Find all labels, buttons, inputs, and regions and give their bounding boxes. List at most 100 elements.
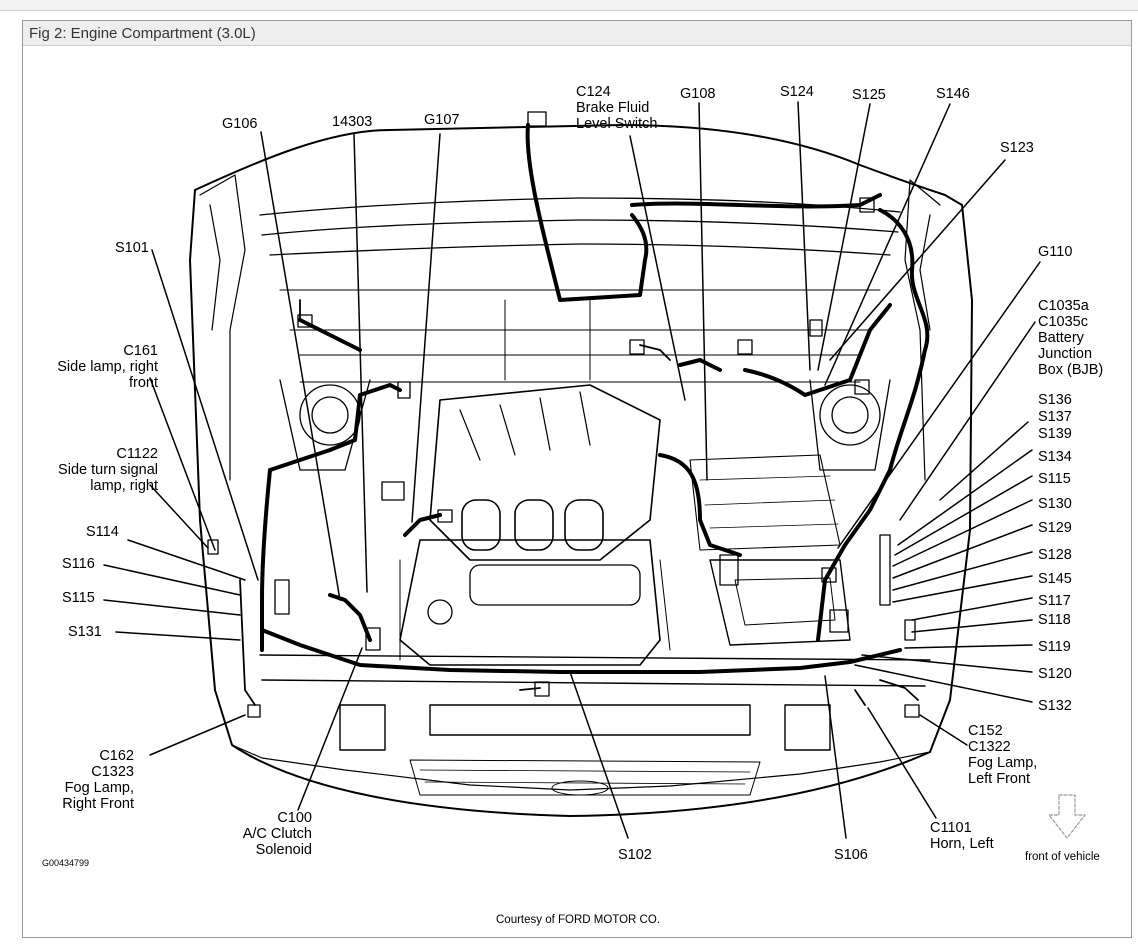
callout-line: front [128, 375, 158, 391]
callout-s106: S106 [834, 847, 868, 863]
callout-line: S136 [1038, 392, 1072, 408]
callout-s114: S114 [86, 524, 119, 540]
callout-s145: S145 [1038, 571, 1072, 587]
callout-line: Fog Lamp, [968, 755, 1038, 771]
callout-line: S132 [1038, 698, 1072, 714]
callout-line: G110 [1038, 244, 1073, 260]
callout-s146: S146 [936, 86, 970, 102]
callout-s125: S125 [852, 87, 886, 103]
callout-line: S116 [62, 556, 95, 572]
callout-line: Solenoid [255, 842, 312, 858]
radiator-support [259, 654, 931, 796]
callout-line: Junction [1038, 346, 1093, 362]
callout-s117: S117 [1038, 593, 1071, 609]
figure-panel: Fig 2: Engine Compartment (3.0L) [22, 20, 1132, 938]
callout-line: lamp, right [90, 478, 158, 494]
callout-line: S146 [936, 86, 970, 102]
callout-s120: S120 [1038, 666, 1072, 682]
callout-line: Horn, Left [930, 836, 994, 852]
callout-s137: S137 [1038, 409, 1072, 425]
callout-line: C1323 [91, 764, 134, 780]
callout-line: Box (BJB) [1038, 362, 1104, 378]
front-of-vehicle-arrow [1048, 794, 1086, 839]
callout-g110: G110 [1038, 244, 1072, 260]
figure-title: Fig 2: Engine Compartment (3.0L) [29, 25, 256, 42]
callout-line: S125 [852, 87, 886, 103]
figure-credit: Courtesy of FORD MOTOR CO. [496, 914, 661, 926]
browser-top-strip [0, 0, 1138, 11]
body-outline [189, 124, 973, 817]
callout-s119: S119 [1038, 639, 1071, 655]
callout-line: S124 [780, 84, 814, 100]
callout-line: Battery [1038, 330, 1084, 346]
callout-line: C152 [968, 723, 1003, 739]
callout-line: S129 [1038, 520, 1072, 536]
callout-s115-left: S115 [62, 590, 95, 606]
callout-s128: S128 [1038, 547, 1072, 563]
callout-line: S137 [1038, 409, 1072, 425]
callout-line: S106 [834, 847, 868, 863]
callout-line: S117 [1038, 593, 1071, 609]
callout-line: G108 [680, 86, 716, 102]
callout-line: S115 [1038, 471, 1071, 487]
callout-s139: S139 [1038, 426, 1072, 442]
callout-line: C124 [576, 84, 611, 100]
callout-s134: S134 [1038, 449, 1072, 465]
callout-s123: S123 [1000, 140, 1034, 156]
callout-line: S114 [86, 524, 119, 540]
callout-line: C162 [99, 748, 134, 764]
callout-line: S128 [1038, 547, 1072, 563]
callout-s129: S129 [1038, 520, 1072, 536]
figure-id: G00434799 [42, 858, 90, 868]
callout-line: S115 [62, 590, 95, 606]
leader-lines [103, 101, 1041, 839]
callout-line: C1101 [930, 820, 972, 836]
callout-line: C1122 [116, 446, 158, 462]
callout-line: Brake Fluid [576, 100, 650, 116]
callout-s118: S118 [1038, 612, 1071, 628]
callout-s136: S136 [1038, 392, 1072, 408]
callout-line: C1322 [968, 739, 1011, 755]
callout-line: C1035c [1038, 314, 1088, 330]
callout-s131: S131 [68, 624, 102, 640]
callout-line: Side lamp, right [57, 359, 158, 375]
engine-block [399, 384, 671, 666]
callout-g107: G107 [424, 112, 459, 128]
callout-line: S120 [1038, 666, 1072, 682]
callout-line: Level Switch [576, 116, 658, 132]
battery-junction-box [689, 454, 851, 646]
wiring-harness-thin [239, 299, 919, 706]
callout-s132: S132 [1038, 698, 1072, 714]
callout-s115-right: S115 [1038, 471, 1071, 487]
callout-s130: S130 [1038, 496, 1072, 512]
callout-line: S130 [1038, 496, 1072, 512]
strut-towers [279, 379, 891, 471]
callout-s101: S101 [115, 240, 149, 256]
callout-g108: G108 [680, 86, 715, 102]
wiring-harness [260, 123, 930, 674]
callout-line: 14303 [332, 114, 373, 130]
callout-line: Right Front [62, 796, 134, 812]
callout-s102: S102 [618, 847, 652, 863]
callout-line: S131 [68, 624, 102, 640]
callout-line: S119 [1038, 639, 1071, 655]
callout-line: C161 [123, 343, 158, 359]
callout-g106: G106 [222, 116, 257, 132]
front-of-vehicle-label: front of vehicle [1025, 851, 1100, 863]
callout-s124: S124 [780, 84, 814, 100]
callout-line: S123 [1000, 140, 1034, 156]
callout-line: A/C Clutch [242, 826, 312, 842]
callout-line: C100 [277, 810, 312, 826]
callout-line: S134 [1038, 449, 1072, 465]
callout-14303: 14303 [332, 114, 372, 130]
callout-line: S102 [618, 847, 652, 863]
